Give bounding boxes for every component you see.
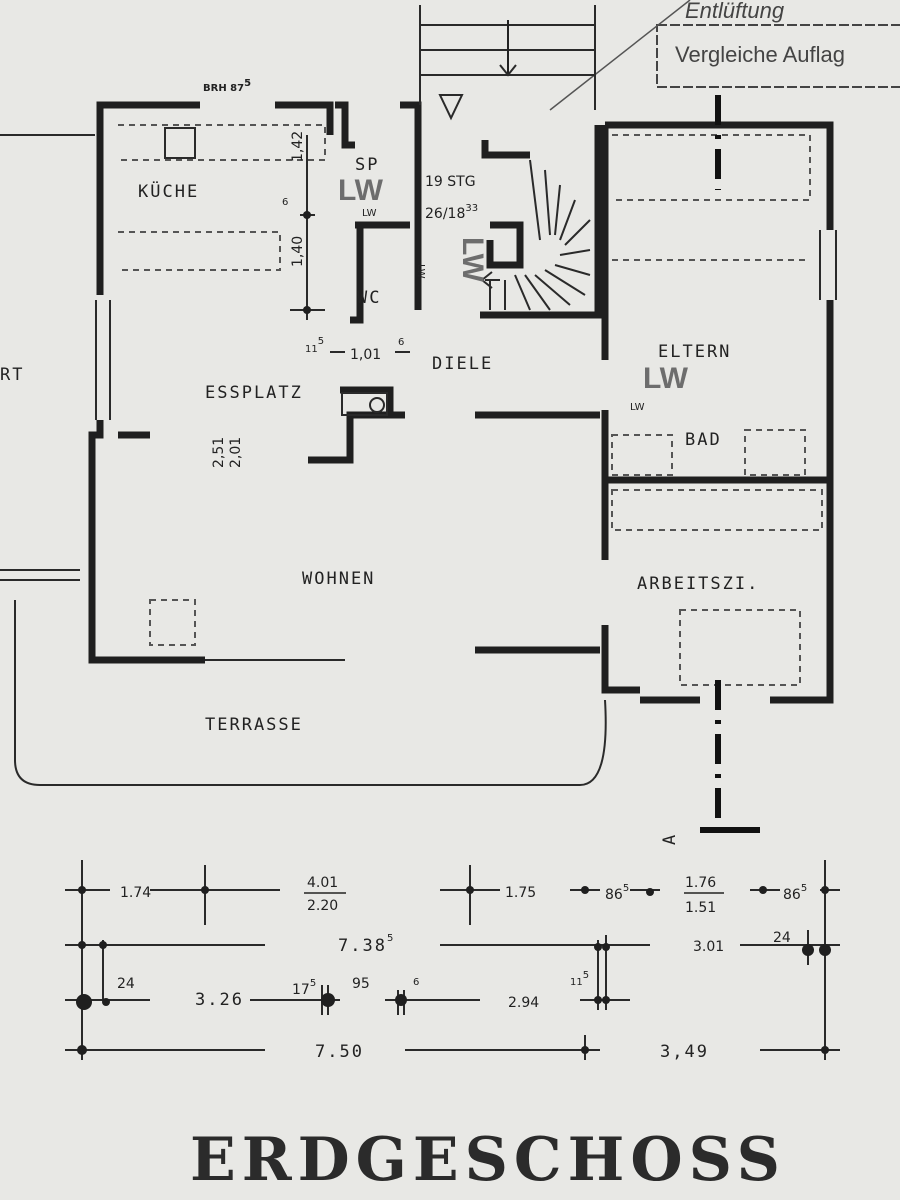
dim-201: 2,01 [228, 437, 244, 468]
dim-label: 4.01 [307, 875, 338, 891]
room-essplatz: ESSPLATZ [205, 383, 303, 403]
room-labels: KÜCHE SP WC DIELE ESSPLATZ WOHNEN ELTERN… [0, 155, 759, 735]
dim-label: 865 [605, 883, 629, 903]
furniture [118, 124, 823, 686]
lw-small: LW [630, 402, 645, 413]
stamp-text: Vergleiche Auflag [675, 42, 845, 67]
dim-label: 2.20 [307, 898, 338, 914]
stairs-ratio: 26/1833 [425, 203, 478, 222]
dim-label: 1.76 [685, 875, 716, 891]
dim-label: 6 [413, 977, 419, 988]
section-line-a: A [660, 95, 760, 845]
dim-label: 3.26 [195, 990, 244, 1010]
dim-label: 865 [783, 883, 807, 903]
room-kueche: KÜCHE [138, 180, 199, 202]
dim-140: 1,40 [290, 236, 306, 267]
lw-mark: LW [338, 174, 384, 207]
room-arbeitszimmer: ARBEITSZI. [637, 574, 759, 594]
lw-small: LW [362, 208, 377, 219]
brh-label: BRH 875 [203, 78, 251, 94]
room-eltern: ELTERN [658, 342, 731, 362]
room-wohnen: WOHNEN [302, 569, 375, 589]
lw-mark: LW [643, 362, 689, 395]
stairs [420, 20, 595, 311]
dim-label: 3.01 [693, 939, 724, 955]
stamp: Entlüftung Vergleiche Auflag [549, 0, 900, 111]
dim-label: 1.74 [120, 885, 151, 901]
dim-251: 2,51 [211, 437, 227, 468]
room-diele: DIELE [432, 354, 493, 374]
dim-label: 95 [352, 976, 370, 992]
dim-label: 24 [773, 930, 791, 946]
plan-title: ERDGESCHOSS [190, 1125, 786, 1195]
dim-label: 1.75 [505, 885, 536, 901]
dim-label: 7.385 [338, 933, 395, 956]
room-bad: BAD [685, 430, 722, 450]
dim-6b: 6 [398, 337, 404, 348]
dim-label: 3,49 [660, 1042, 709, 1062]
lw-mark: LW [456, 237, 489, 283]
dim-6: 6 [282, 197, 288, 208]
stairs-count: 19 STG [425, 174, 476, 190]
annotations: LW LW LW LW LW LW 19 STG 26/1833 BRH 875… [203, 78, 689, 468]
dim-label: 175 [292, 978, 316, 998]
dim-label: 24 [117, 976, 135, 992]
dim-label: 1.51 [685, 900, 716, 916]
dim-142: 1,42 [290, 131, 306, 162]
dim-11: 115 [305, 336, 324, 355]
section-label: A [660, 833, 680, 845]
room-terrasse: TERRASSE [205, 715, 303, 735]
dimension-labels: 1.74 4.01 2.20 1.75 865 1.76 1.51 865 7.… [117, 875, 807, 1062]
dim-label: 2.94 [508, 995, 539, 1011]
lw-small: LW [415, 264, 426, 279]
walls [0, 5, 837, 786]
dim-101: 1,01 [350, 347, 381, 363]
dimension-lines [65, 860, 840, 1060]
room-wc: WC [357, 288, 381, 308]
dim-label: 115 [570, 970, 589, 988]
dim-label: 7.50 [315, 1042, 364, 1062]
stamp-handwritten: Entlüftung [685, 0, 785, 23]
room-sp: SP [355, 155, 379, 175]
room-rt: RT [0, 365, 24, 385]
